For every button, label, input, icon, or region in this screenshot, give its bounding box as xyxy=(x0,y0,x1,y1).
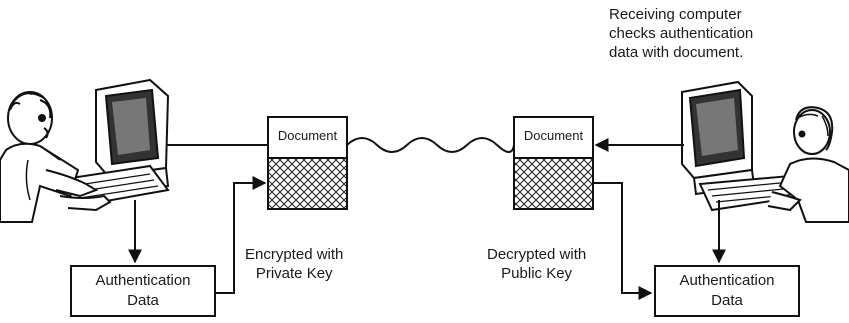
right-document xyxy=(513,116,594,210)
connectors xyxy=(128,137,726,300)
top-note: Receiving computer checks authentication… xyxy=(609,6,754,61)
transmission-wave xyxy=(346,137,515,153)
right-document-title: Document xyxy=(523,128,584,143)
left-auth-box: Authentication Data xyxy=(70,265,216,317)
signature-to-auth-arrow xyxy=(593,182,653,300)
right-auth-label: Authentication Data xyxy=(679,272,775,309)
right-auth-box: Authentication Data xyxy=(654,265,800,317)
left-document xyxy=(267,116,348,210)
sender-at-computer-illustration xyxy=(0,78,170,223)
left-auth-label: Authentication Data xyxy=(95,272,191,309)
encrypt-caption: Encrypted with Private Key xyxy=(245,246,344,282)
decrypt-caption: Decrypted with Public Key xyxy=(487,246,587,282)
left-document-title: Document xyxy=(277,128,338,143)
receiver-at-computer-illustration xyxy=(681,80,849,223)
auth-to-signature-arrow xyxy=(215,176,267,294)
